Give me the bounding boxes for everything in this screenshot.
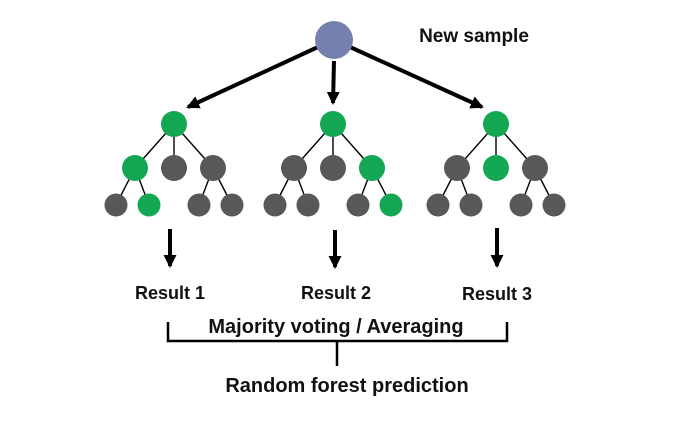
tree-3-level2-node-2 bbox=[522, 155, 548, 181]
arrow-to-tree-3 bbox=[349, 45, 484, 109]
sample-to-tree-arrows bbox=[186, 45, 484, 109]
tree-3-level3-node-0 bbox=[426, 193, 450, 217]
tree-1-level3-node-3 bbox=[220, 193, 244, 217]
prediction-label: Random forest prediction bbox=[225, 375, 468, 397]
tree-2-level2-node-0 bbox=[281, 155, 307, 181]
tree-1-level3-node-1 bbox=[137, 193, 161, 217]
tree-1-level3-node-0 bbox=[104, 193, 128, 217]
tree-1-level2-node-0 bbox=[122, 155, 148, 181]
arrow-to-tree-1 bbox=[186, 45, 319, 109]
tree-3-level3-node-2 bbox=[509, 193, 533, 217]
tree-1-root-node bbox=[161, 111, 187, 137]
decision-tree-2 bbox=[263, 111, 403, 217]
tree-3-level2-node-1 bbox=[483, 155, 509, 181]
tree-2-level3-node-3 bbox=[379, 193, 403, 217]
tree-2-level3-node-0 bbox=[263, 193, 287, 217]
new-sample-node bbox=[315, 21, 353, 59]
new-sample-label: New sample bbox=[419, 26, 529, 47]
tree-2-root-node bbox=[320, 111, 346, 137]
tree-2-level3-node-1 bbox=[296, 193, 320, 217]
tree-2-level2-node-2 bbox=[359, 155, 385, 181]
arrow-to-tree-2 bbox=[326, 60, 340, 105]
decision-tree-1 bbox=[104, 111, 244, 217]
decision-tree-3 bbox=[426, 111, 566, 217]
result-3-label: Result 3 bbox=[462, 284, 532, 304]
tree-1-level2-node-2 bbox=[200, 155, 226, 181]
tree-1-level2-node-1 bbox=[161, 155, 187, 181]
tree-2-level3-node-2 bbox=[346, 193, 370, 217]
tree-3-level3-node-1 bbox=[459, 193, 483, 217]
tree-3-level3-node-3 bbox=[542, 193, 566, 217]
tree-1-level3-node-2 bbox=[187, 193, 211, 217]
tree-3-root-node bbox=[483, 111, 509, 137]
tree-2-level2-node-1 bbox=[320, 155, 346, 181]
result-1-label: Result 1 bbox=[135, 283, 205, 303]
tree-to-result-arrows bbox=[163, 228, 504, 269]
voting-label: Majority voting / Averaging bbox=[208, 316, 463, 338]
results-bracket bbox=[166, 322, 509, 366]
tree-3-level2-node-0 bbox=[444, 155, 470, 181]
forest-trees bbox=[104, 111, 566, 217]
result-2-label: Result 2 bbox=[301, 283, 371, 303]
